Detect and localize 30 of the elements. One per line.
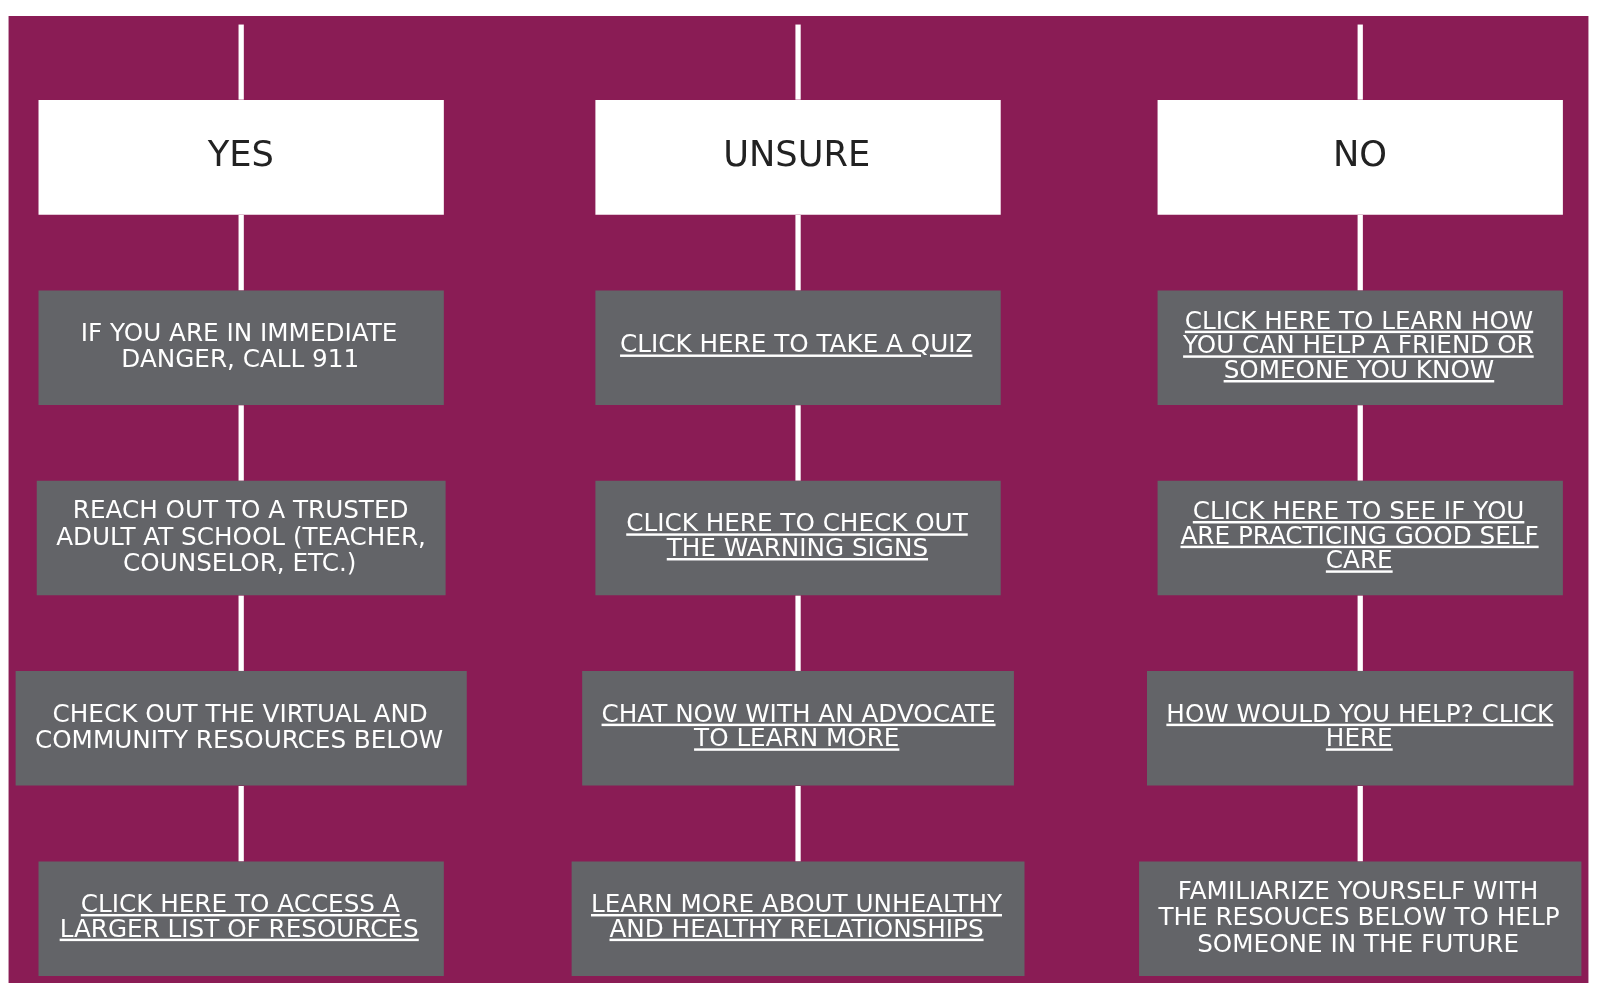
node-box: REACH OUT TO A TRUSTED ADULT AT SCHOOL (TEACHER, COUNSELOR, ETC.) [36, 480, 446, 596]
connector [1357, 786, 1363, 862]
connector [795, 405, 801, 481]
node-box: IF YOU ARE IN IMMEDIATE DANGER, CALL 911 [38, 290, 444, 405]
node-box: CLICK HERE TO ACCESS A LARGER LIST OF RESOURCES [38, 861, 444, 976]
connector [1357, 215, 1363, 291]
connector [238, 405, 244, 481]
connector [795, 24, 801, 100]
node-box: UNSURE [595, 100, 1001, 215]
node-box: CHECK OUT THE VIRTUAL AND COMMUNITY RESOURCES BELOW [15, 671, 467, 786]
connector [795, 595, 801, 671]
connector [795, 215, 801, 291]
connector [238, 215, 244, 291]
connector [1357, 595, 1363, 671]
connector [238, 24, 244, 100]
node-box: CLICK HERE TO CHECK OUT THE WARNING SIGNS [595, 480, 1001, 596]
node-box: NO [1157, 100, 1563, 215]
node-box: CLICK HERE TO SEE IF YOU ARE PRACTICING GOOD SELF CARE [1157, 480, 1563, 596]
node-box: HOW WOULD YOU HELP? CLICK HERE [1147, 671, 1574, 786]
node-box: CLICK HERE TO TAKE A QUIZ [595, 290, 1001, 405]
node-box: LEARN MORE ABOUT UNHEALTHY AND HEALTHY RELATIONSHIPS [571, 861, 1025, 976]
connector [1357, 405, 1363, 481]
connector [238, 786, 244, 862]
node-box: FAMILIARIZE YOURSELF WITH THE RESOUCES BELOW TO HELP SOMEONE IN THE FUTURE [1139, 861, 1582, 976]
connector [795, 786, 801, 862]
node-box: CHAT NOW WITH AN ADVOCATE TO LEARN MORE [582, 671, 1014, 786]
connector [1357, 24, 1363, 100]
connector [238, 595, 244, 671]
node-box: CLICK HERE TO LEARN HOW YOU CAN HELP A FRIEND OR SOMEONE YOU KNOW [1157, 290, 1563, 405]
node-box: YES [38, 100, 444, 215]
